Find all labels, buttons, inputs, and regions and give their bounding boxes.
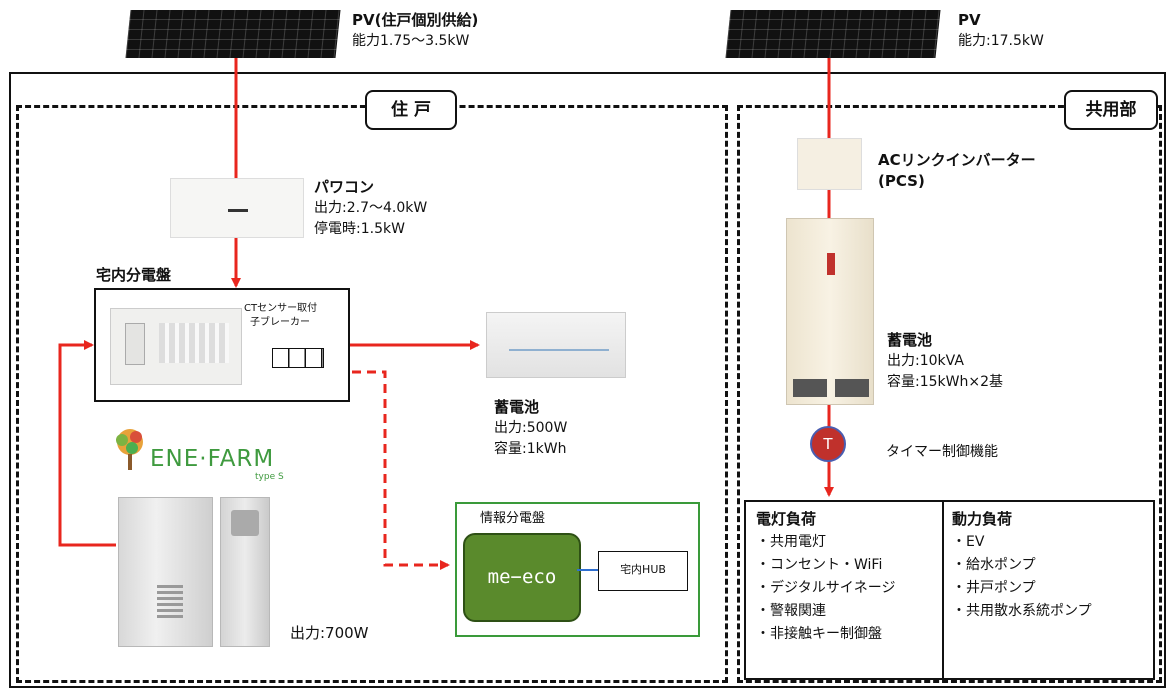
meeco-hub-link	[577, 569, 598, 571]
timer-icon: T	[810, 426, 846, 462]
common-section-title: 共用部	[1064, 90, 1158, 130]
power-load-header: 動力負荷	[952, 510, 1013, 528]
power-load-item: ・共用散水系統ポンプ	[952, 603, 1092, 619]
outer-frame	[9, 72, 1166, 688]
lighting-load-item: ・デジタルサイネージ	[756, 580, 896, 596]
lighting-load-item: ・共用電灯	[756, 534, 826, 550]
power-load-item: ・井戸ポンプ	[952, 580, 1036, 596]
enefarm-tree-icon	[116, 429, 143, 470]
meeco-device: me−eco	[463, 533, 581, 622]
loads-table: 電灯負荷 ・共用電灯 ・コンセント・WiFi ・デジタルサイネージ ・警報関連 …	[744, 500, 1155, 680]
lighting-load-header: 電灯負荷	[756, 510, 817, 528]
lighting-load-item: ・非接触キー制御盤	[756, 626, 882, 642]
battery-common-label: 蓄電池 出力:10kVA 容量:15kWh×2基	[887, 331, 1003, 390]
ct-sensor-label: CTセンサー取付	[244, 303, 318, 314]
pcs-label: ACリンクインバーター (PCS)	[878, 151, 1036, 190]
lighting-load-item: ・コンセント・WiFi	[756, 557, 883, 573]
distribution-board: CTセンサー取付 子ブレーカー	[94, 288, 350, 402]
loads-table-divider	[942, 502, 944, 678]
pv-residential-label: PV(住戸個別供給) 能力1.75～3.5kW	[352, 11, 479, 49]
power-load-column: 動力負荷 ・EV ・給水ポンプ ・井戸ポンプ ・共用散水系統ポンプ	[952, 508, 1092, 623]
sub-breaker-label: 子ブレーカー	[250, 317, 310, 328]
line-board-to-info	[352, 370, 450, 570]
battery-residential-device	[486, 312, 626, 378]
timer-label: タイマー制御機能	[886, 444, 998, 460]
pcs-device	[797, 138, 862, 190]
home-hub: 宅内HUB	[598, 551, 688, 591]
line-enefarm-to-board	[58, 340, 116, 547]
lighting-load-item: ・警報関連	[756, 603, 826, 619]
enefarm-logo-sub: type S	[255, 472, 284, 482]
power-load-item: ・EV	[952, 534, 985, 550]
enefarm-output-label: 出力:700W	[290, 624, 369, 642]
battery-residential-label: 蓄電池 出力:500W 容量:1kWh	[494, 398, 568, 457]
info-board-title: 情報分電盤	[480, 511, 546, 526]
sub-breaker-slots	[272, 348, 324, 368]
distribution-board-title: 宅内分電盤	[96, 266, 172, 284]
pv-common-label: PV 能力:17.5kW	[958, 11, 1044, 49]
enefarm-unit-sub	[220, 497, 270, 647]
power-conditioner-device	[170, 178, 304, 238]
residential-section-title: 住 戸	[365, 90, 457, 130]
common-section	[737, 105, 1162, 683]
battery-common-device	[786, 218, 874, 405]
lighting-load-column: 電灯負荷 ・共用電灯 ・コンセント・WiFi ・デジタルサイネージ ・警報関連 …	[756, 508, 895, 646]
enefarm-logo: ENE·FARM	[150, 446, 275, 472]
power-load-item: ・給水ポンプ	[952, 557, 1036, 573]
power-conditioner-label: パワコン 出力:2.7～4.0kW 停電時:1.5kW	[314, 178, 428, 237]
enefarm-unit-main	[118, 497, 213, 647]
